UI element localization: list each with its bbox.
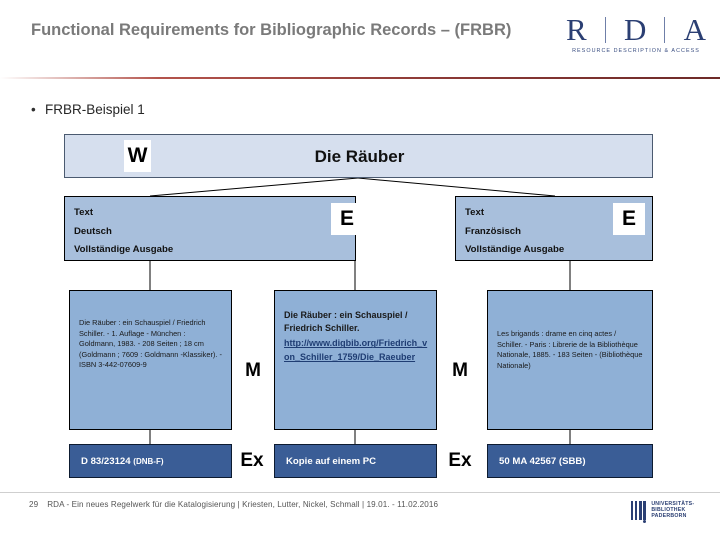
rda-letter-a: A xyxy=(683,12,706,47)
manifestation-description: Die Räuber : ein Schauspiel / Friedrich … xyxy=(284,309,428,364)
bullet-label: FRBR-Beispiel 1 xyxy=(45,102,145,117)
logo-line-2: BIBLIOTHEK xyxy=(651,507,686,514)
item-tag-2: Ex xyxy=(444,447,476,475)
rda-divider-1 xyxy=(604,17,606,43)
work-title: Die Räuber xyxy=(314,147,405,166)
bullet-item: • FRBR-Beispiel 1 xyxy=(31,102,145,117)
item-node-pc-copy[interactable]: Kopie auf einem PC xyxy=(274,444,437,478)
logo-bars-icon xyxy=(631,500,647,523)
item-label: 50 MA 42567 (SBB) xyxy=(499,455,586,467)
manifestation-description: Die Räuber : ein Schauspiel / Friedrich … xyxy=(79,318,222,370)
expression-language: Deutsch xyxy=(74,225,112,237)
item-shelfmark: D 83/23124 xyxy=(81,455,131,467)
header-divider xyxy=(0,77,720,79)
item-label: D 83/23124 (DNB-F) xyxy=(70,456,164,467)
manifestation-description: Les brigands : drame en cinq actes / Sch… xyxy=(497,329,643,370)
expression-tag-german: E xyxy=(331,203,363,235)
rda-letter-r: R xyxy=(566,12,587,47)
work-tag: W xyxy=(124,140,151,172)
item-node-sbb[interactable]: 50 MA 42567 (SBB) xyxy=(487,444,653,478)
university-library-logo: UNIVERSITÄTS- BIBLIOTHEK PADERBORN xyxy=(631,500,707,526)
rda-logo: R D A RESOURCE DESCRIPTION & ACCESS xyxy=(566,14,706,60)
rda-divider-2 xyxy=(664,17,666,43)
footer-divider xyxy=(0,492,720,493)
work-node[interactable]: Die Räuber xyxy=(64,134,653,178)
logo-text: UNIVERSITÄTS- BIBLIOTHEK PADERBORN xyxy=(651,500,694,520)
logo-line-1: UNIVERSITÄTS- xyxy=(651,501,695,507)
manifestation-url-link[interactable]: http://www.digbib.org/Friedrich_von_Schi… xyxy=(284,338,428,362)
expression-edition: Vollständige Ausgabe xyxy=(465,244,565,255)
footer-caption: RDA - Ein neues Regelwerk für die Katalo… xyxy=(47,500,439,509)
manifestation-tag-1: M xyxy=(239,357,267,385)
page-number: 29 xyxy=(29,500,39,509)
rda-logo-subtitle: RESOURCE DESCRIPTION & ACCESS xyxy=(572,48,700,54)
page-title: Functional Requirements for Bibliographi… xyxy=(31,21,512,39)
expression-node-german[interactable]: Text Deutsch Vollständige Ausgabe xyxy=(64,196,356,261)
footer-text: 29 RDA - Ein neues Regelwerk für die Kata… xyxy=(29,500,438,509)
expression-tag-french: E xyxy=(613,203,645,235)
manifestation-node-print-french[interactable]: Les brigands : drame en cinq actes / Sch… xyxy=(487,290,653,430)
slide-header: Functional Requirements for Bibliographi… xyxy=(0,0,720,80)
item-tag-1: Ex xyxy=(236,447,268,475)
expression-language: Französisch xyxy=(465,225,521,237)
item-node-dnb[interactable]: D 83/23124 (DNB-F) xyxy=(69,444,232,478)
bullet-marker: • xyxy=(31,102,36,117)
manifestation-node-online[interactable]: Die Räuber : ein Schauspiel / Friedrich … xyxy=(274,290,437,430)
manifestation-title: Die Räuber : ein Schauspiel / Friedrich … xyxy=(284,310,408,334)
rda-letter-d: D xyxy=(623,12,647,47)
item-institution: (DNB-F) xyxy=(133,456,164,466)
item-label: Kopie auf einem PC xyxy=(286,455,377,467)
manifestation-node-print-german[interactable]: Die Räuber : ein Schauspiel / Friedrich … xyxy=(69,290,232,430)
logo-line-3: PADERBORN xyxy=(651,513,687,520)
manifestation-tag-2: M xyxy=(446,357,474,385)
expression-edition: Vollständige Ausgabe xyxy=(74,244,174,255)
expression-content-type: Text xyxy=(465,207,485,218)
expression-content-type: Text xyxy=(74,207,94,218)
